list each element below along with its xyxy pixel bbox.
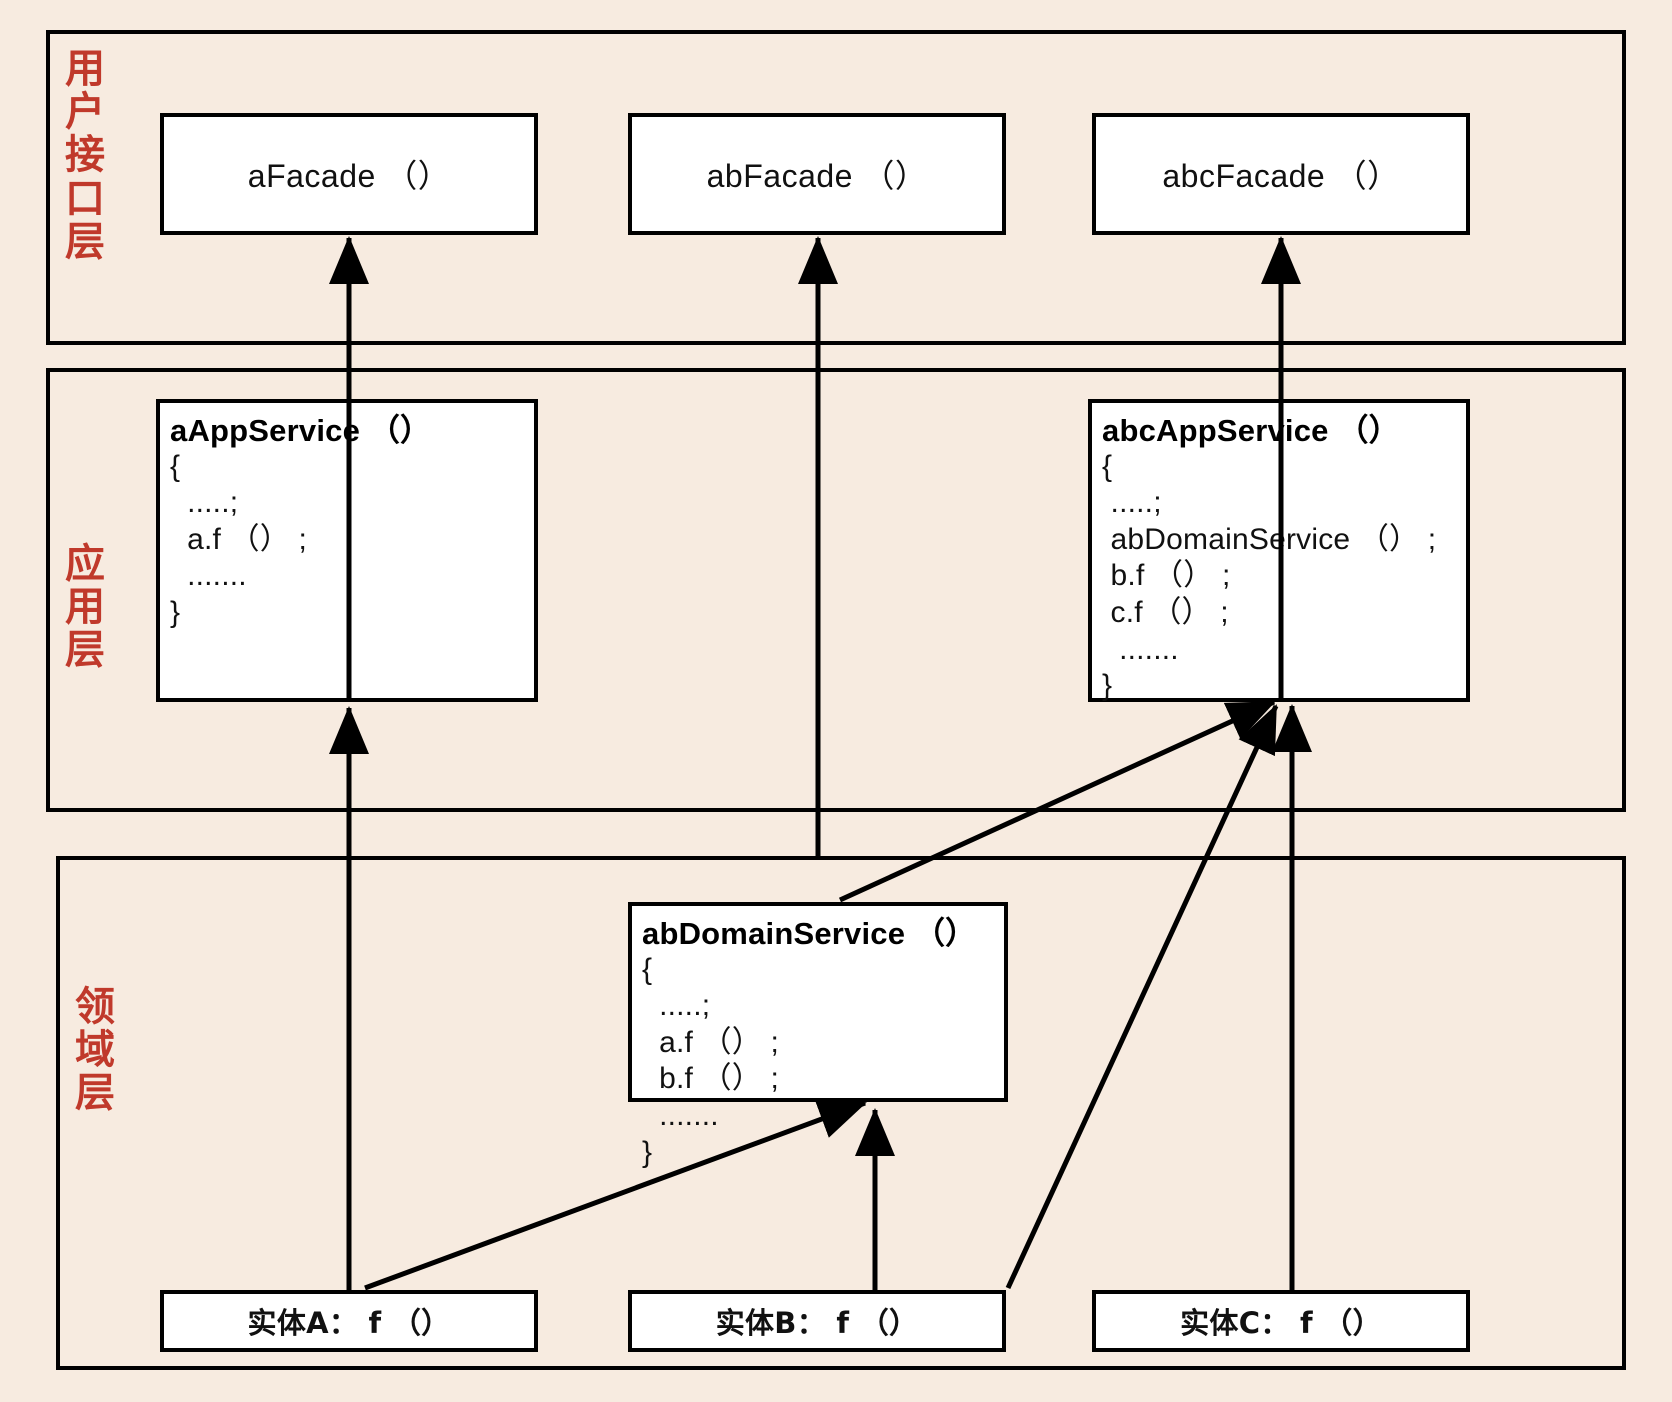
node-abc-facade[interactable]: abcFacade （） (1092, 113, 1470, 235)
ab-domain-service-line-2: a.f （） ; (642, 1025, 780, 1059)
a-app-service-line-0: { (170, 449, 181, 483)
layer-application (46, 368, 1626, 812)
abc-app-service-line-1: .....; (1102, 486, 1162, 520)
abc-app-service-line-5: ....... (1102, 632, 1179, 666)
ab-domain-service-title: abDomainService （） (642, 916, 977, 951)
a-app-service-line-2: a.f （） ; (170, 522, 308, 556)
abc-app-service-line-3: b.f （） ; (1102, 559, 1231, 593)
ab-domain-service-line-5: } (642, 1135, 653, 1169)
ab-domain-service-line-4: ....... (642, 1099, 719, 1133)
a-app-service-line-1: .....; (170, 486, 239, 520)
node-entity-a-label: 实体A： f （） (247, 1306, 451, 1340)
layer-label-ui: 用户接口层 (65, 46, 105, 265)
node-a-facade-label: aFacade （） (247, 158, 451, 194)
abc-app-service-code: abcAppService （） { .....; abDomainServic… (1092, 403, 1466, 705)
node-entity-a[interactable]: 实体A： f （） (160, 1290, 538, 1352)
abc-app-service-line-2: abDomainService （） ; (1102, 522, 1437, 556)
a-app-service-code: aAppService （） { .....; a.f （） ; .......… (160, 403, 534, 632)
ab-domain-service-line-3: b.f （） ; (642, 1062, 780, 1096)
node-ab-facade-label: abFacade （） (706, 158, 928, 194)
a-app-service-title: aAppService （） (170, 413, 432, 448)
ab-domain-service-line-0: { (642, 952, 653, 986)
abc-app-service-line-6: } (1102, 669, 1113, 703)
layer-label-domain: 领域层 (75, 984, 115, 1117)
abc-app-service-line-0: { (1102, 449, 1113, 483)
abc-app-service-line-4: c.f （） ; (1102, 596, 1229, 630)
ab-domain-service-line-1: .....; (642, 989, 711, 1023)
a-app-service-line-4: } (170, 596, 181, 630)
node-abc-app-service[interactable]: abcAppService （） { .....; abDomainServic… (1088, 399, 1470, 702)
node-entity-c[interactable]: 实体C： f （） (1092, 1290, 1470, 1352)
node-ab-facade[interactable]: abFacade （） (628, 113, 1006, 235)
layer-label-application: 应用层 (65, 541, 105, 674)
ab-domain-service-code: abDomainService （） { .....; a.f （） ; b.f… (632, 906, 1004, 1171)
node-abc-facade-label: abcFacade （） (1162, 158, 1400, 194)
a-app-service-line-3: ....... (170, 559, 247, 593)
node-entity-b-label: 实体B： f （） (715, 1306, 919, 1340)
node-a-facade[interactable]: aFacade （） (160, 113, 538, 235)
layer-ui (46, 30, 1626, 345)
node-entity-c-label: 实体C： f （） (1180, 1306, 1382, 1340)
node-a-app-service[interactable]: aAppService （） { .....; a.f （） ; .......… (156, 399, 538, 702)
abc-app-service-title: abcAppService （） (1102, 413, 1400, 448)
node-entity-b[interactable]: 实体B： f （） (628, 1290, 1006, 1352)
node-ab-domain-service[interactable]: abDomainService （） { .....; a.f （） ; b.f… (628, 902, 1008, 1169)
